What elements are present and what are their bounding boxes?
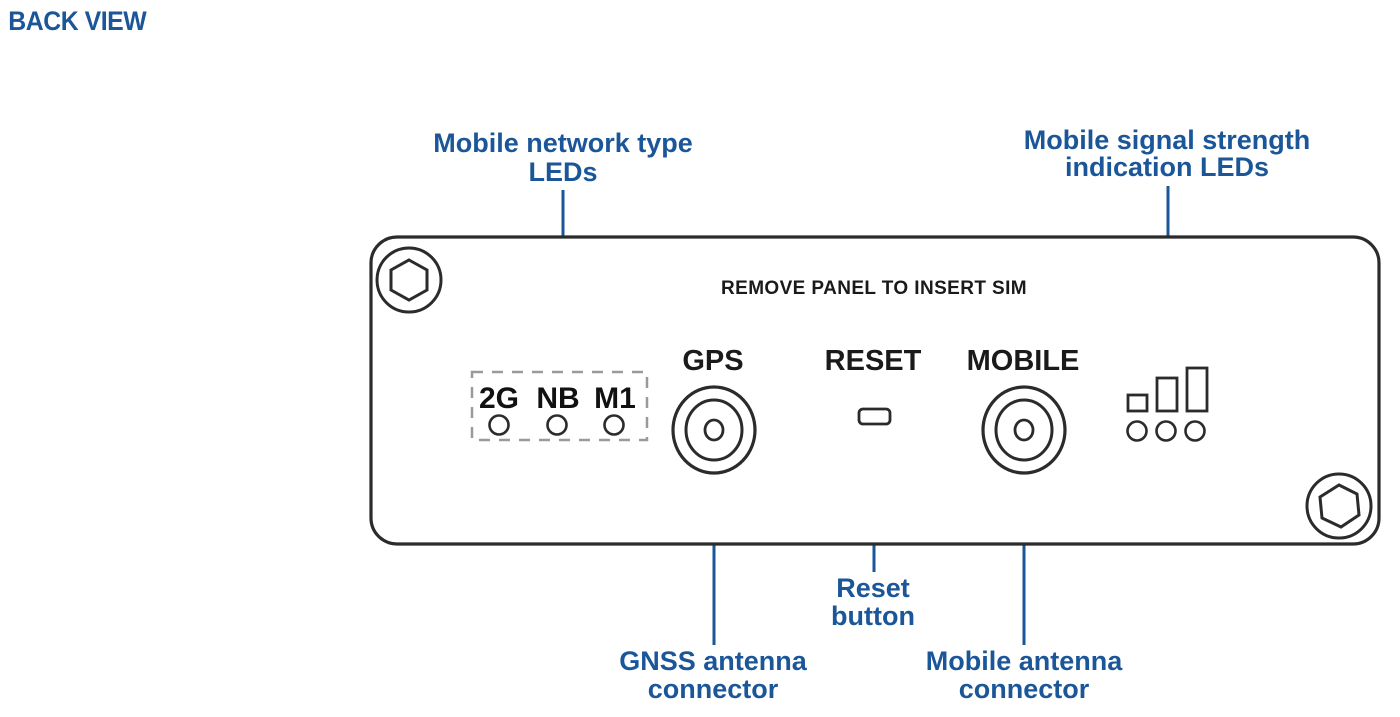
network-type-led-group: 2G NB M1 — [470, 370, 649, 442]
mobile-connector-center-pin — [1013, 418, 1035, 442]
reset-port-label: RESET — [825, 345, 922, 377]
reset-button-recess[interactable] — [857, 407, 892, 426]
signal-strength-indicator — [1126, 366, 1209, 442]
signal-led-1 — [1126, 420, 1148, 442]
led-label-2g: 2G — [479, 382, 519, 415]
gps-antenna-connector[interactable]: GPS — [671, 345, 757, 475]
callout-reset-button-line2: button — [831, 601, 915, 631]
callout-gnss-antenna-connector: GNSS antenna connector — [619, 646, 808, 704]
callout-reset-button: Reset button — [831, 573, 915, 631]
panel-body-outline — [369, 235, 1381, 546]
panel-stencil-text: REMOVE PANEL TO INSERT SIM — [721, 278, 1027, 299]
bottom-right-screw — [1305, 472, 1373, 540]
network-led-m1 — [603, 414, 625, 436]
callout-signal-strength-leds-line1: Mobile signal strength — [1024, 125, 1311, 155]
reset-button[interactable]: RESET — [825, 345, 922, 426]
callout-gnss-antenna-line2: connector — [648, 674, 779, 704]
signal-led-2 — [1155, 420, 1177, 442]
mobile-antenna-connector[interactable]: MOBILE — [967, 345, 1080, 475]
top-left-screw — [375, 246, 443, 314]
network-led-dashed-outline — [470, 370, 649, 442]
network-led-nb — [546, 414, 568, 436]
callout-network-type-leds-line2: LEDs — [528, 157, 597, 187]
led-label-nb: NB — [536, 382, 579, 415]
signal-bar-2 — [1155, 376, 1179, 413]
callout-gnss-antenna-line1: GNSS antenna — [619, 646, 808, 676]
page-title: BACK VIEW — [8, 7, 147, 36]
callout-reset-button-line1: Reset — [836, 573, 910, 603]
gps-port-label: GPS — [682, 345, 743, 377]
callout-mobile-antenna-line2: connector — [959, 674, 1090, 704]
device-panel: REMOVE PANEL TO INSERT SIM 2G NB M1 GPS — [369, 235, 1381, 546]
callout-mobile-antenna-line1: Mobile antenna — [926, 646, 1123, 676]
gps-connector-center-pin — [703, 418, 725, 442]
signal-bar-3 — [1185, 366, 1209, 413]
callout-network-type-leds-line1: Mobile network type — [433, 128, 693, 158]
network-led-2g — [488, 414, 510, 436]
signal-bar-1 — [1126, 393, 1149, 413]
mobile-port-label: MOBILE — [967, 345, 1080, 377]
bottom-right-screw-hex-socket — [1318, 483, 1361, 529]
callout-mobile-antenna-connector: Mobile antenna connector — [926, 646, 1123, 704]
led-label-m1: M1 — [594, 382, 636, 415]
callout-signal-strength-leds: Mobile signal strength indication LEDs — [1024, 125, 1311, 378]
signal-led-3 — [1184, 420, 1206, 442]
top-left-screw-hex-socket — [389, 258, 429, 302]
callout-signal-strength-leds-line2: indication LEDs — [1065, 152, 1269, 182]
